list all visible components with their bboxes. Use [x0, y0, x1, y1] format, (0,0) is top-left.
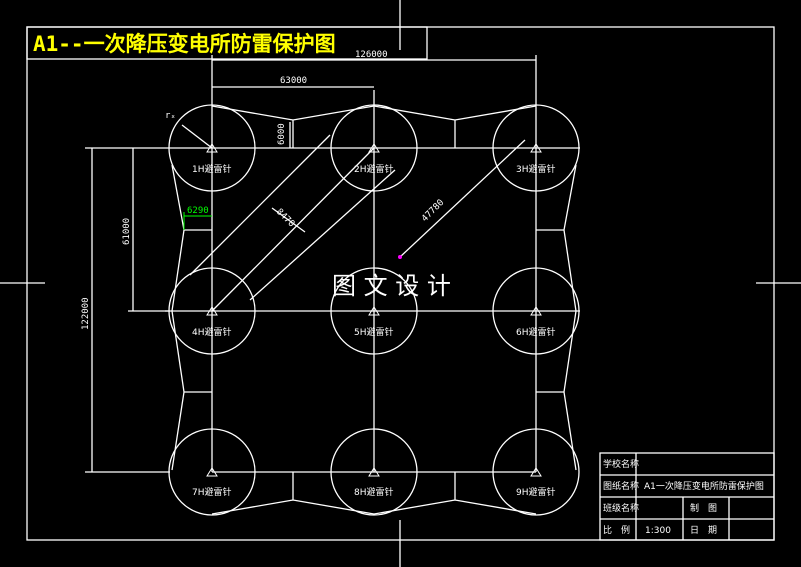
dim-radius: rₓ — [165, 111, 176, 121]
tb-drawing-value: A1一次降压变电所防雷保护图 — [644, 480, 764, 492]
rod-label: 6H避雷针 — [516, 326, 556, 338]
title-block — [599, 452, 775, 541]
rod-label: 4H避雷针 — [192, 326, 232, 338]
dim-diag2: 47780 — [420, 198, 446, 224]
dim-diag1: 8470 — [274, 207, 296, 229]
dim-total-width: 126000 — [355, 50, 388, 60]
dim-total-height: 122000 — [81, 297, 91, 330]
dim-height-offset: 6000 — [277, 123, 287, 145]
rod-label: 2H避雷针 — [354, 163, 394, 175]
dim-green: 6290 — [187, 206, 209, 216]
rod-label: 1H避雷针 — [192, 163, 232, 175]
protection-outline — [171, 105, 577, 515]
marker-point — [398, 255, 402, 259]
dimension-lines — [85, 55, 537, 473]
rod-markers — [206, 143, 542, 477]
tb-class-label: 班级名称 — [603, 502, 639, 514]
green-dimension — [183, 212, 212, 230]
grid-lines — [165, 90, 580, 473]
title-box — [26, 26, 428, 60]
tb-scale-value: 1:300 — [645, 526, 671, 536]
protection-circles — [168, 104, 580, 516]
tb-school-label: 学校名称 — [603, 458, 639, 470]
rod-label: 8H避雷针 — [354, 486, 394, 498]
rod-label: 5H避雷针 — [354, 326, 394, 338]
drawing-title: A1--一次降压变电所防雷保护图 — [33, 32, 336, 56]
tb-drafter-label: 制 图 — [690, 502, 717, 514]
dim-half-height: 61000 — [122, 218, 132, 245]
rod-labels: 1H避雷针 2H避雷针 3H避雷针 4H避雷针 5H避雷针 6H避雷针 7H避雷… — [192, 163, 556, 498]
rod-label: 9H避雷针 — [516, 486, 556, 498]
tb-scale-label: 比 例 — [603, 524, 630, 536]
rod-label: 7H避雷针 — [192, 486, 232, 498]
dim-half-width: 63000 — [280, 76, 307, 86]
watermark: 图 文 设 计 — [332, 272, 451, 300]
rod-label: 3H避雷针 — [516, 163, 556, 175]
tb-drawing-label: 图纸名称 — [603, 480, 639, 492]
tb-date-label: 日 期 — [690, 525, 717, 536]
